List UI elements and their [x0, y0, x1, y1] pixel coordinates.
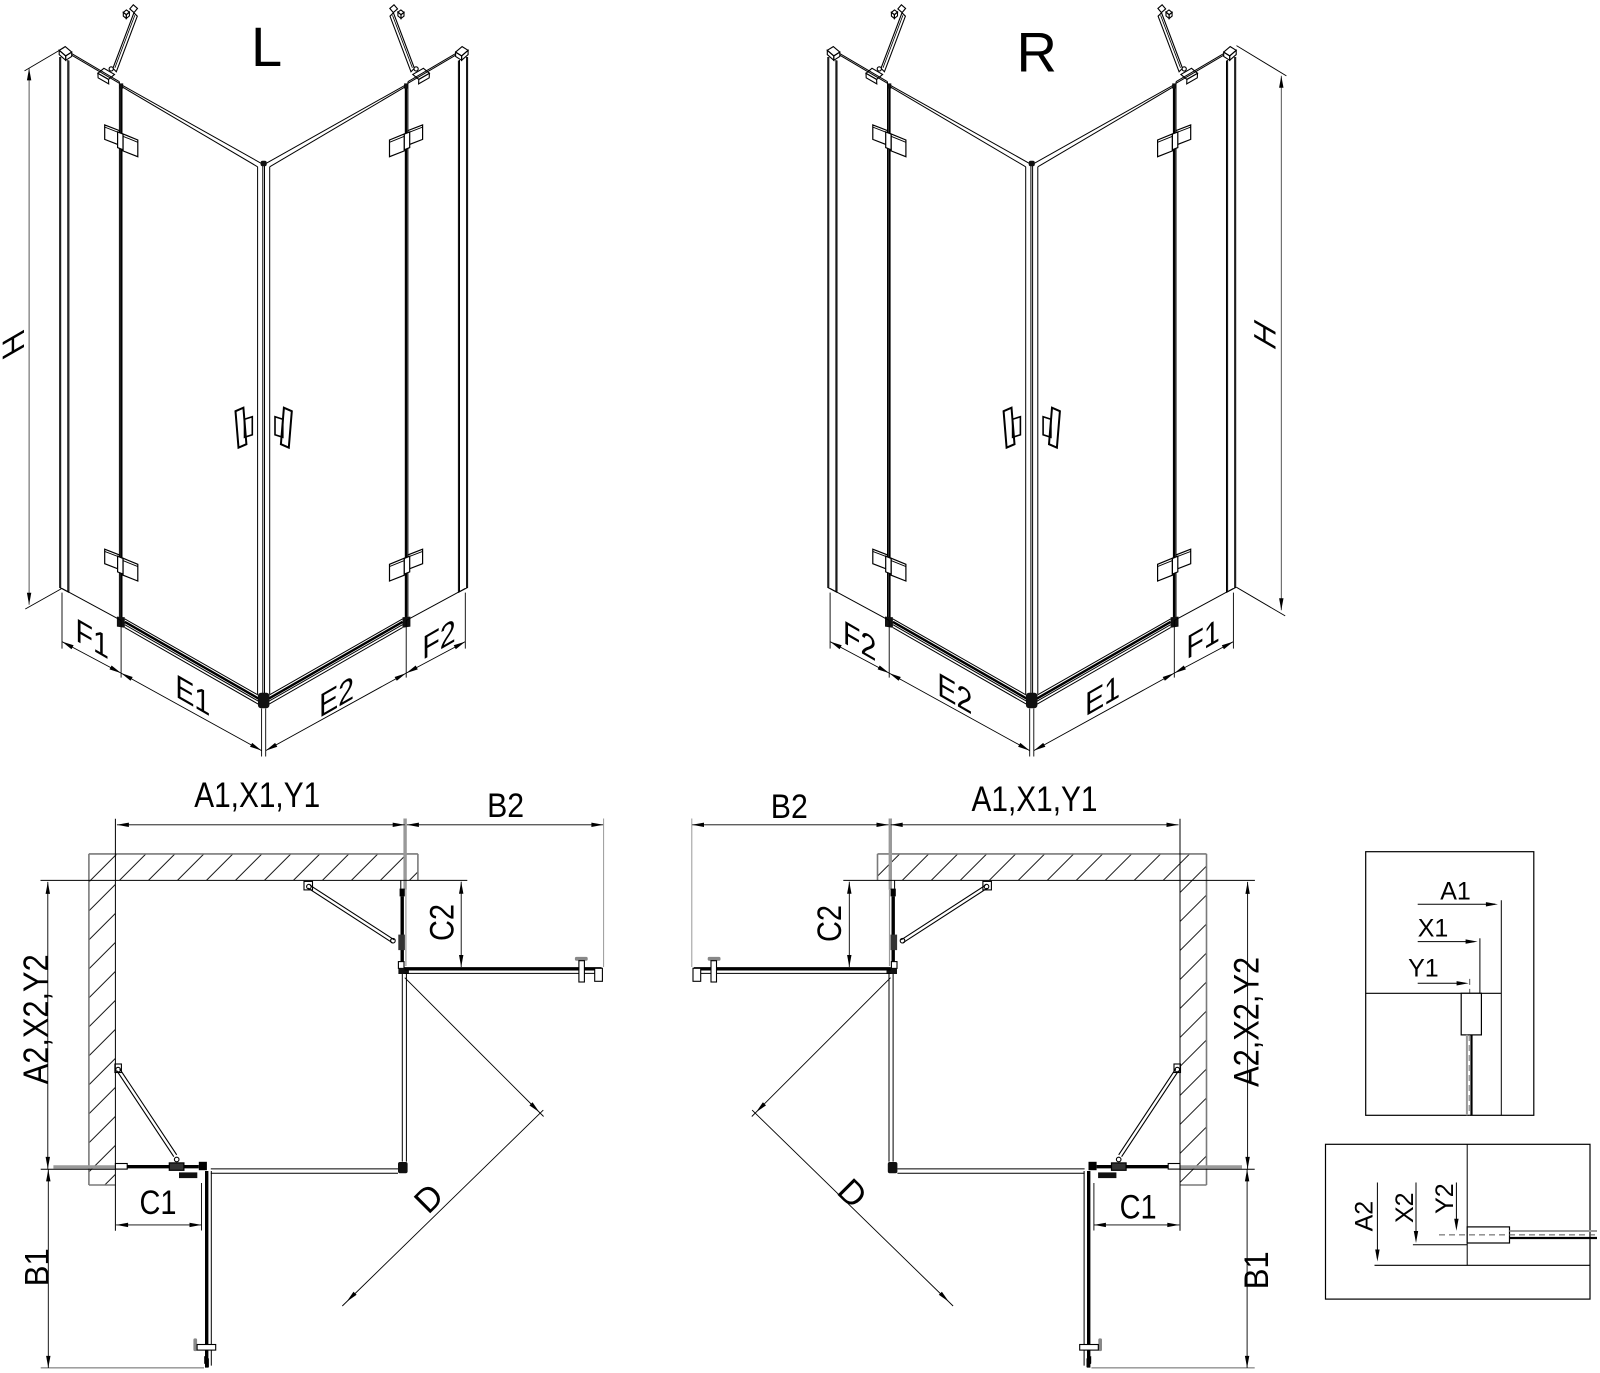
svg-text:B2: B2 [487, 787, 524, 825]
svg-text:A2,X2,Y2: A2,X2,Y2 [17, 954, 56, 1084]
svg-text:B2: B2 [771, 788, 808, 826]
svg-text:X2: X2 [1391, 1192, 1419, 1223]
svg-text:C1: C1 [1120, 1189, 1157, 1227]
svg-text:A2: A2 [1351, 1201, 1379, 1232]
svg-text:Y1: Y1 [1408, 955, 1439, 983]
svg-text:X1: X1 [1418, 915, 1449, 943]
svg-text:B1: B1 [1238, 1251, 1276, 1289]
svg-text:B1: B1 [19, 1248, 57, 1286]
svg-text:A1: A1 [1440, 878, 1471, 906]
svg-text:C2: C2 [424, 904, 462, 941]
svg-text:L: L [251, 15, 282, 78]
svg-text:A1,X1,Y1: A1,X1,Y1 [194, 776, 320, 815]
svg-text:C1: C1 [140, 1184, 177, 1222]
svg-text:C2: C2 [811, 905, 849, 942]
svg-text:Y2: Y2 [1431, 1183, 1459, 1214]
svg-text:A1,X1,Y1: A1,X1,Y1 [972, 780, 1098, 819]
svg-text:A2,X2,Y2: A2,X2,Y2 [1228, 957, 1267, 1087]
svg-text:R: R [1016, 21, 1056, 84]
